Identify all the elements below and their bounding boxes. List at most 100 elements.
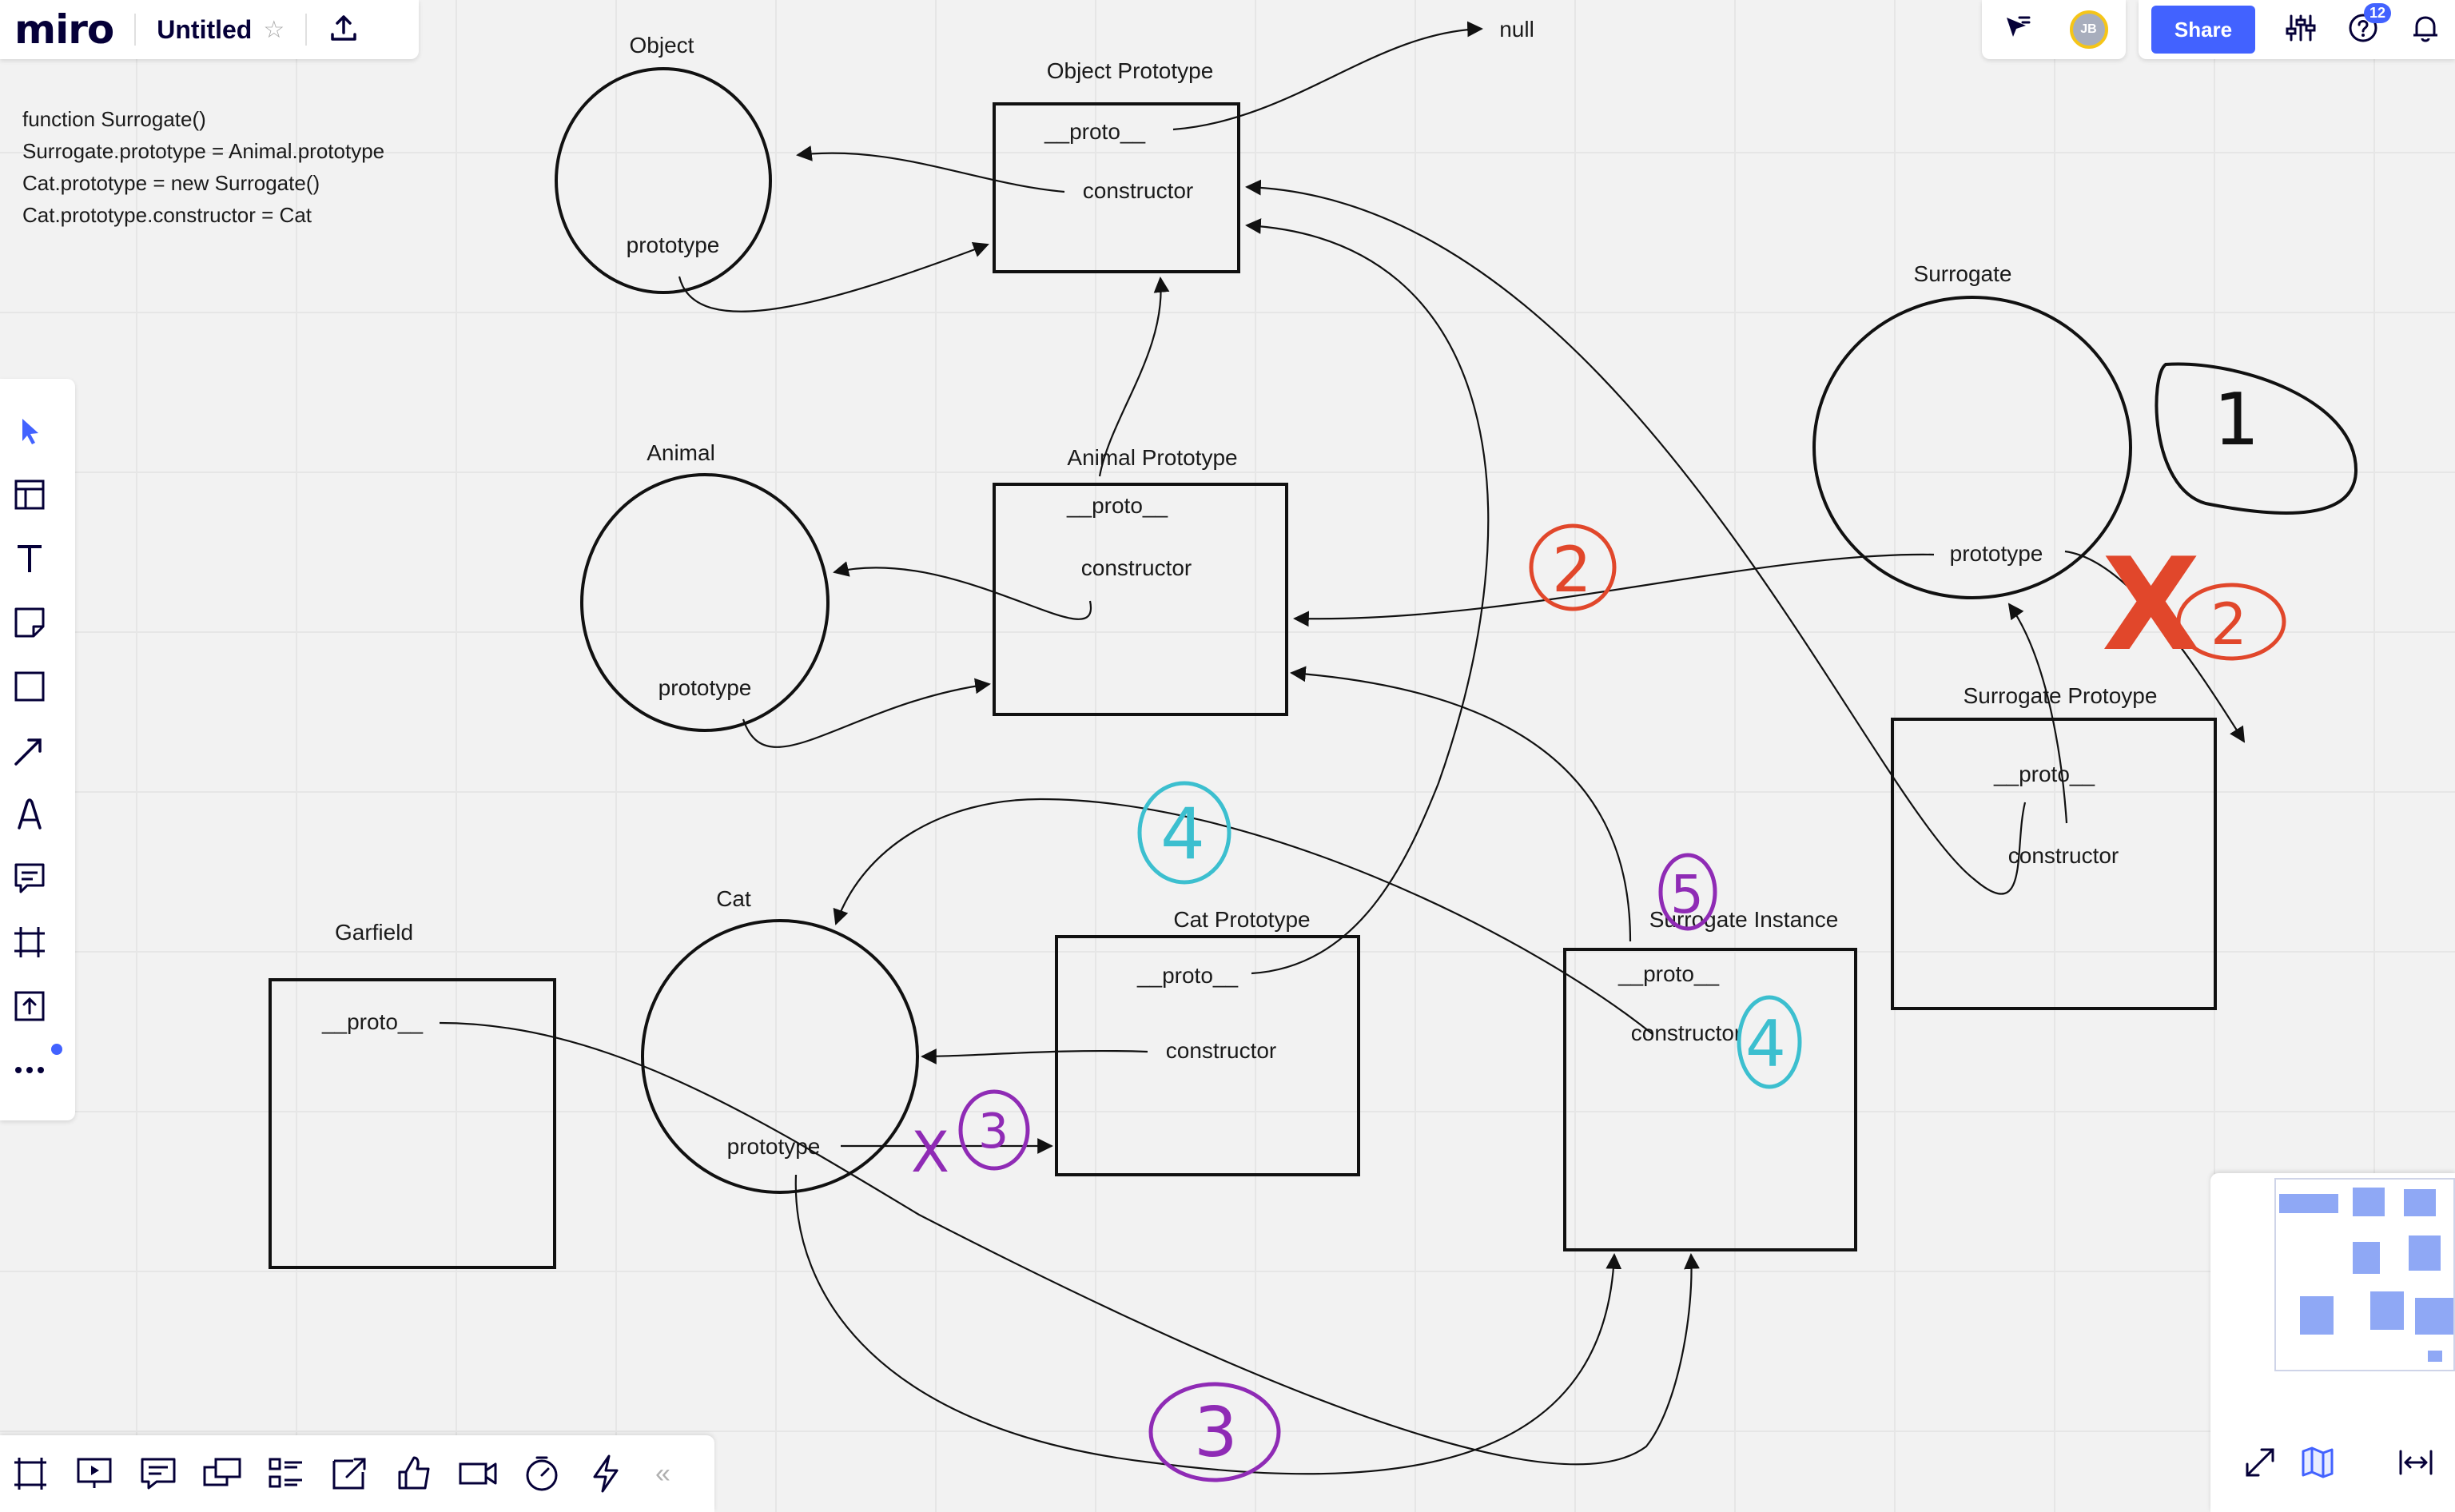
code-line-4: Cat.prototype.constructor = Cat (22, 203, 312, 227)
annotation-step-1[interactable]: 1 (2155, 362, 2358, 515)
annotation-step-4b[interactable]: 4 (1737, 995, 1802, 1089)
object-prototype-proto-field: __proto__ (1044, 119, 1146, 144)
cat-prototype-node[interactable]: Cat Prototype __proto__ constructor (1055, 907, 1360, 1176)
connector-surrogateproto-surrogate (2007, 603, 2068, 824)
connector-object-objproto (678, 242, 989, 312)
board-title[interactable]: Untitled (157, 14, 253, 44)
object-node[interactable]: Object prototype (555, 33, 772, 294)
templates-icon[interactable] (11, 476, 48, 513)
step-two-mark-b: 2 (2210, 591, 2247, 658)
connection-line-icon[interactable] (11, 732, 48, 769)
connector-animalproto-animal (833, 561, 1092, 620)
notifications-badge: 12 (2363, 2, 2391, 23)
select-icon[interactable] (11, 412, 48, 449)
share-button[interactable]: Share (2151, 6, 2255, 54)
animal-node[interactable]: Animal prototype (580, 440, 830, 732)
object-prototype-node[interactable]: Object Prototype __proto__ constructor (993, 58, 1240, 273)
animal-title: Animal (647, 440, 715, 465)
connector-surrogateinstance-cat (833, 798, 1653, 1035)
surrogate-prototype-constructor-field: constructor (2008, 843, 2119, 868)
connector-garfield-surrogateinstance (439, 1021, 1700, 1466)
surrogate-prototype-field: prototype (1950, 541, 2043, 566)
connector-objproto-null (1172, 21, 1483, 131)
bell-icon[interactable] (2409, 11, 2442, 49)
code-note[interactable]: function Surrogate() Surrogate.prototype… (22, 107, 384, 227)
connector-catproto-objproto (1245, 218, 1490, 975)
video-icon[interactable] (457, 1453, 499, 1494)
annotation-step-4a[interactable]: 4 (1137, 781, 1231, 885)
settings-sliders-icon[interactable] (2284, 11, 2318, 49)
voting-icon[interactable] (393, 1453, 435, 1494)
sticky-note-icon[interactable] (11, 604, 48, 641)
fit-width-icon[interactable] (2397, 1445, 2434, 1484)
annotation-step-3b[interactable]: 3 (1148, 1382, 1281, 1482)
video-chat-icon[interactable] (201, 1453, 243, 1494)
minimap-viewport[interactable] (2274, 1178, 2455, 1371)
minimap-block (2279, 1194, 2338, 1213)
avatar[interactable]: JB (2069, 10, 2108, 49)
frame-icon[interactable] (11, 924, 48, 961)
apps-icon[interactable] (585, 1453, 627, 1494)
cross-mark-purple: X (911, 1120, 949, 1185)
upload-icon[interactable] (11, 988, 48, 1025)
connectors[interactable] (439, 21, 2246, 1475)
surrogate-instance-node[interactable]: Surrogate Instance __proto__ constructor (1563, 907, 1857, 1251)
presentation-icon[interactable] (74, 1453, 115, 1494)
garfield-title: Garfield (335, 920, 413, 945)
pen-icon[interactable] (11, 796, 48, 833)
code-line-1: function Surrogate() (22, 107, 206, 131)
cross-mark-orange: X (2102, 530, 2200, 679)
annotation-step-2a[interactable]: 2 (1529, 523, 1617, 611)
animal-prototype-node[interactable]: Animal Prototype __proto__ constructor (993, 445, 1288, 716)
animal-prototype-proto-field: __proto__ (1066, 493, 1168, 518)
minimap-block (2370, 1291, 2404, 1330)
surrogate-instance-constructor-field: constructor (1631, 1021, 1742, 1045)
comment-icon[interactable] (11, 860, 48, 897)
annotation-step-5[interactable]: 5 (1658, 853, 1717, 931)
object-title: Object (630, 33, 694, 58)
animal-prototype-field: prototype (659, 675, 752, 700)
surrogate-prototype-node[interactable]: Surrogate Protoype __proto__ constructor (1891, 683, 2217, 1010)
connector-animalproto-objproto (1098, 277, 1170, 477)
minimap-block (2404, 1189, 2436, 1216)
export-icon[interactable] (328, 12, 360, 48)
bottom-toolbar: « (0, 1435, 714, 1512)
share-screen-icon[interactable] (329, 1453, 371, 1494)
frames-icon[interactable] (10, 1453, 51, 1494)
step-four-mark-b: 4 (1745, 1007, 1786, 1081)
surrogate-prototype-proto-field: __proto__ (1993, 762, 2095, 786)
fullscreen-icon[interactable] (2242, 1445, 2278, 1484)
annotation-cross-orange: X (2102, 530, 2200, 679)
surrogate-node[interactable]: Surrogate prototype (1812, 261, 2132, 599)
cat-prototype-constructor-field: constructor (1166, 1038, 1277, 1063)
help-icon[interactable]: 12 (2346, 2, 2391, 49)
garfield-node[interactable]: Garfield __proto__ (269, 920, 556, 1269)
object-prototype-constructor-field: constructor (1083, 178, 1194, 203)
code-line-3: Cat.prototype = new Surrogate() (22, 171, 320, 195)
timer-icon[interactable] (521, 1453, 563, 1494)
comments-icon[interactable] (137, 1453, 179, 1494)
text-icon[interactable] (11, 540, 48, 577)
map-icon[interactable] (2300, 1445, 2335, 1484)
card-icon[interactable] (265, 1453, 307, 1494)
connector-surrogateinstance-animalproto (1290, 666, 1632, 942)
annotation-step-2b[interactable]: 2 (2176, 583, 2286, 661)
step-three-mark-b: 3 (1194, 1393, 1238, 1473)
minimap-block (2300, 1296, 2334, 1335)
miro-logo[interactable]: miro (14, 6, 114, 53)
object-prototype-field: prototype (627, 233, 720, 257)
more-icon[interactable] (11, 1052, 48, 1088)
annotation-step-3a[interactable]: 3 X (911, 1089, 1030, 1185)
minimap-block (2415, 1298, 2453, 1335)
collapse-icon[interactable]: « (655, 1458, 670, 1489)
shape-icon[interactable] (11, 668, 48, 705)
surrogate-instance-proto-field: __proto__ (1617, 961, 1720, 986)
reactions-icon[interactable] (2000, 11, 2034, 49)
connector-cat-surrogateinstance (794, 1174, 1622, 1475)
connector-surrogate-animalproto (1293, 553, 1935, 627)
star-icon[interactable]: ☆ (263, 16, 285, 43)
connector-objproto-object (796, 145, 1065, 193)
surrogate-prototype-title: Surrogate Protoype (1964, 683, 2158, 708)
cat-node[interactable]: Cat prototype (641, 886, 919, 1194)
